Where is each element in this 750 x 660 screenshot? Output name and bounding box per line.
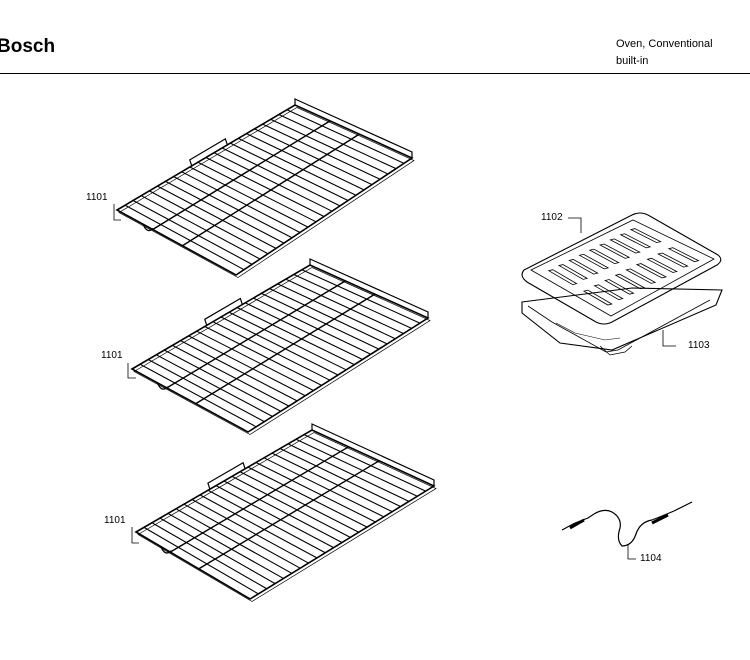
broil-pan-grid-slot	[614, 273, 646, 290]
callout-label-broil-pan-grid: 1102	[541, 212, 563, 223]
rack-top	[115, 98, 415, 278]
broil-pan-grid-slot	[635, 263, 668, 279]
broil-pan-grid	[521, 212, 722, 325]
rack-middle	[130, 258, 431, 435]
callout-leaders	[113, 204, 676, 560]
meat-probe	[561, 501, 693, 547]
header-rule	[0, 73, 750, 74]
broil-pan-grid-slot	[609, 238, 641, 254]
rack-bottom	[134, 423, 437, 602]
broil-pan-grid-slot	[593, 284, 624, 301]
broil-pan-grid-slot	[667, 247, 700, 263]
broil-pan-assembly	[521, 212, 723, 356]
product-category-line2: built-in	[616, 55, 649, 67]
brand-name: Bosch	[0, 36, 56, 57]
callout-label-meat-probe: 1104	[640, 553, 662, 564]
callout-label-broil-pan: 1103	[688, 340, 710, 351]
oven-racks	[115, 98, 437, 602]
product-category-line1: Oven, Conventional	[616, 38, 713, 50]
broil-pan-grid-slot	[568, 259, 599, 275]
broil-pan-grid-slot	[629, 228, 662, 244]
broil-pan-grid-slot	[547, 269, 578, 286]
product-category: Oven, Conventional built-in	[616, 36, 713, 70]
broil-pan-grid-slot	[619, 233, 652, 249]
callout-label-rack-bottom: 1101	[104, 515, 126, 526]
broil-pan-grid-slot	[578, 253, 610, 270]
broil-pan-grid-slot	[604, 279, 635, 295]
broil-pan	[521, 287, 723, 356]
broil-pan-grid-slot	[599, 243, 631, 259]
broil-pan-grid-slot	[625, 268, 657, 284]
broil-pan-grid-slot	[657, 252, 689, 268]
callout-label-rack-middle: 1101	[101, 350, 123, 361]
broil-pan-grid-slot	[588, 248, 620, 265]
broil-pan-grid-slot	[646, 257, 678, 273]
callout-label-rack-top: 1101	[86, 192, 108, 203]
broil-pan-grid-slot	[557, 264, 589, 280]
broil-pan-grid-slot	[582, 289, 613, 306]
